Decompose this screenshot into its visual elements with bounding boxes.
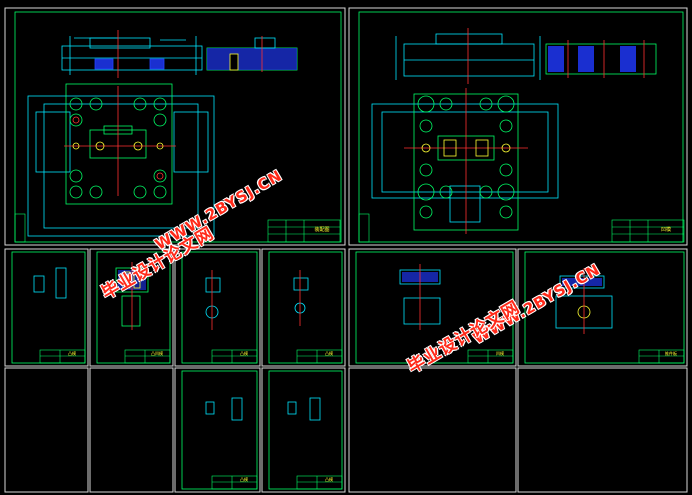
sheet-small-1[interactable] [4, 248, 89, 367]
title-block-small-6: 推件板 [665, 350, 677, 356]
sheet-small-5[interactable] [348, 248, 517, 367]
title-block-assembly [14, 213, 341, 243]
sheet-small-4[interactable] [261, 248, 346, 367]
sheet-small-3[interactable] [174, 248, 261, 367]
sheet-empty-1 [4, 367, 89, 493]
title-block-small-1: 凸模 [68, 350, 76, 356]
sheet-small-8[interactable] [261, 367, 346, 493]
sheet-small-7[interactable] [174, 367, 261, 493]
sheet-empty-2 [89, 367, 174, 493]
sheet-assembly[interactable] [4, 7, 346, 246]
assembly-drawing [27, 30, 298, 237]
title-block-small-8: 凸模 [325, 476, 333, 482]
sheet-small-6[interactable] [517, 248, 688, 367]
small-title-blocks [39, 349, 685, 490]
title-block-small-3: 凸模 [240, 350, 248, 356]
sheet-empty-4 [517, 367, 688, 493]
title-block-small-4: 凸模 [325, 350, 333, 356]
title-block-die-label: 凹模 [661, 226, 671, 233]
title-block-small-5: 凹模 [496, 350, 504, 356]
die-drawing [371, 28, 657, 234]
sheet-die[interactable] [348, 7, 688, 246]
title-block-assembly-label: 装配图 [314, 226, 329, 233]
sheet-empty-3 [348, 367, 517, 493]
title-block-small-2: 凸凹模 [151, 350, 163, 356]
sheet-grid [4, 7, 688, 493]
sheet-small-2[interactable] [89, 248, 174, 367]
title-block-small-7: 凸模 [240, 476, 248, 482]
small-part-drawings [33, 262, 613, 421]
title-block-die [358, 213, 685, 243]
